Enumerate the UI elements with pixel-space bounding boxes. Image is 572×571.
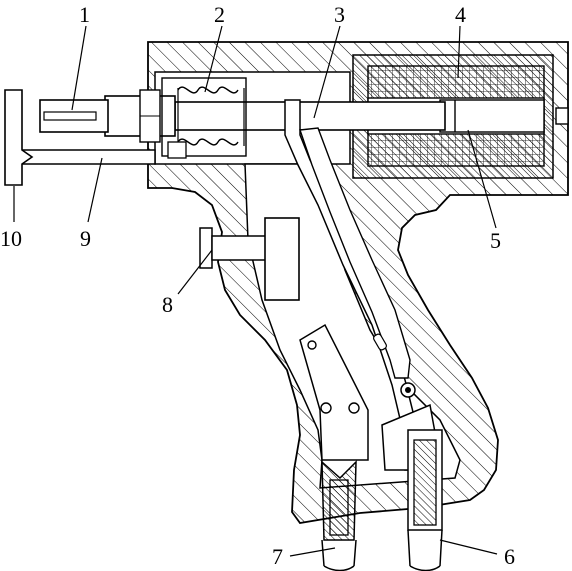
cable-clamp-left: [299, 323, 369, 461]
control-cable-conductor: [299, 127, 411, 379]
coil-end-cap: [555, 107, 569, 125]
support-leg-rod: [19, 149, 156, 165]
cable-6: [407, 429, 443, 571]
label-7: 7: [272, 544, 283, 569]
return-spring: [161, 77, 247, 157]
label-5: 5: [490, 228, 501, 253]
support-foot: [4, 89, 34, 186]
label-6: 6: [504, 544, 515, 569]
label-1: 1: [79, 2, 90, 27]
plunger-rod: [174, 101, 446, 131]
label-2: 2: [214, 2, 225, 27]
trigger: [199, 217, 300, 301]
label-3: 3: [334, 2, 345, 27]
cable-7: [321, 460, 357, 571]
leader-lines: [13, 25, 498, 557]
label-9: 9: [80, 226, 91, 251]
label-8: 8: [162, 292, 173, 317]
label-4: 4: [455, 2, 466, 27]
label-10: 10: [0, 226, 22, 251]
